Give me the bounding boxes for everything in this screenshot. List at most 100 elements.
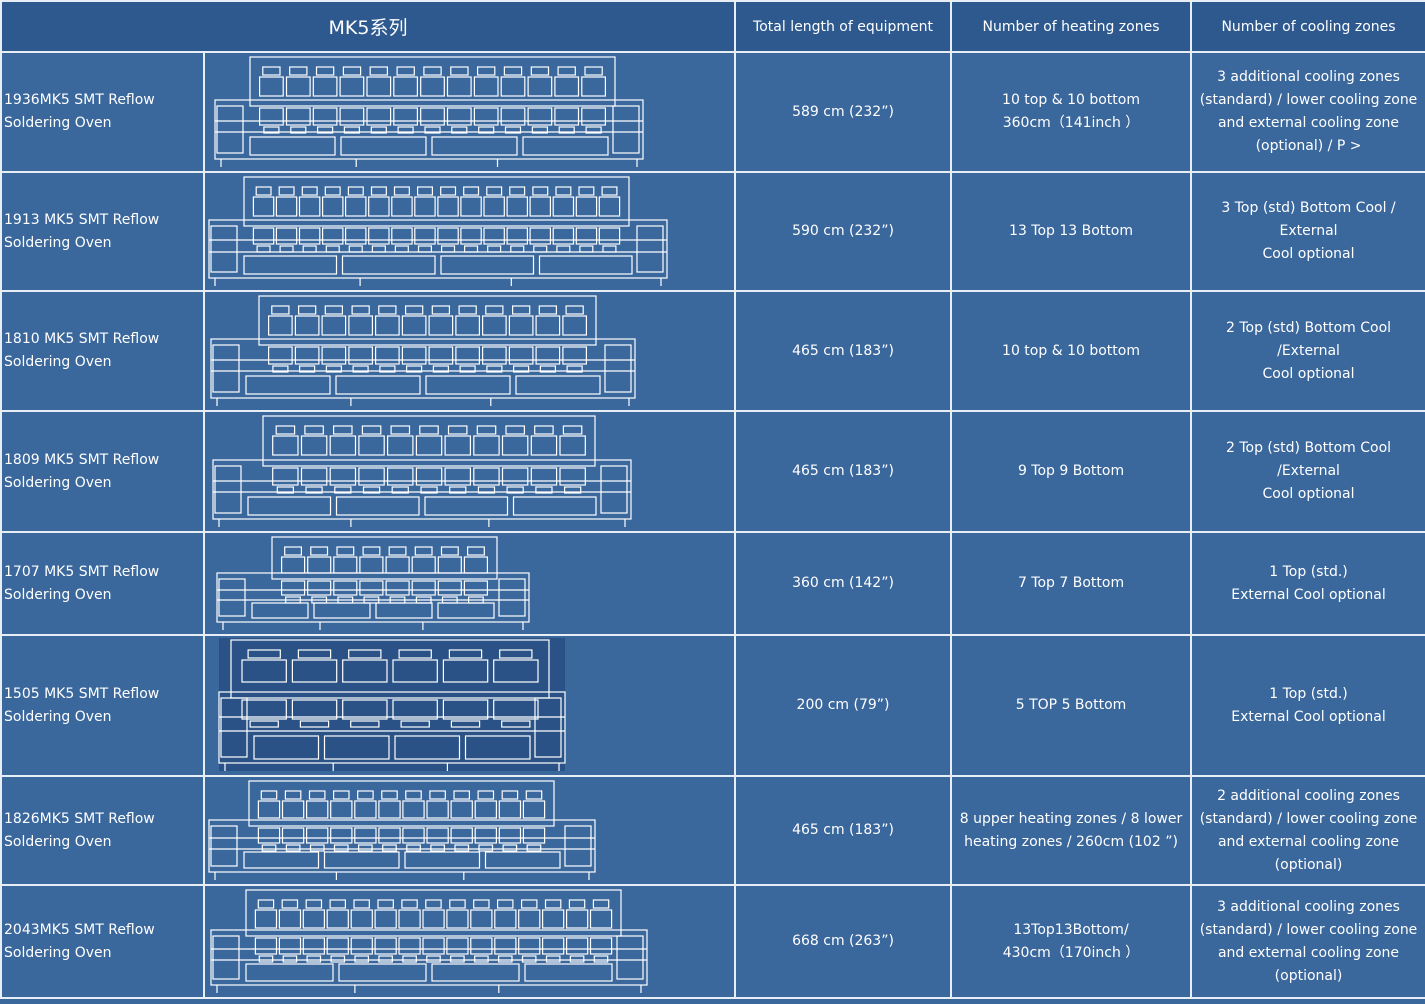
heating-zone-bottom-icon: [598, 227, 621, 253]
heating-zone-top-icon: [402, 790, 425, 819]
heating-zone-top-icon: [254, 899, 278, 929]
heating-zone-bottom-icon: [446, 107, 472, 134]
oven-drawing-cell: [202, 290, 737, 412]
total-length-cell: 668 cm (263”): [734, 884, 953, 999]
model-name-line: Soldering Oven: [4, 708, 112, 725]
heating-zone-top-icon: [275, 186, 298, 217]
heating-zone-top-icon: [426, 790, 449, 819]
model-name-line: Soldering Oven: [4, 586, 112, 603]
total-length-cell: 590 cm (232”): [734, 171, 953, 292]
heating-zone-bottom-icon: [518, 937, 541, 963]
heating-zone-bottom-icon: [498, 827, 522, 852]
heating-zone-bottom-icon: [500, 107, 526, 134]
reflow-oven-drawing-icon: [214, 56, 644, 167]
heating-zones-line: 360cm（141inch ）: [1002, 115, 1140, 131]
heating-zone-bottom-icon: [375, 346, 400, 373]
heating-zone-bottom-icon: [392, 699, 438, 728]
heating-zone-top-icon: [535, 305, 561, 336]
heating-zone-bottom-icon: [470, 937, 493, 963]
heating-zone-bottom-icon: [329, 467, 357, 494]
cooling-zones-line: (standard) / lower cooling zone: [1199, 92, 1418, 108]
heating-zone-bottom-icon: [428, 346, 454, 373]
heating-zone-top-icon: [300, 425, 328, 456]
heating-zone-bottom-icon: [444, 467, 472, 494]
model-name-line: 1707 MK5 SMT Reflow: [4, 563, 160, 580]
cooling-zones-line: External Cool optional: [1231, 708, 1386, 725]
heating-zone-top-icon: [329, 425, 357, 456]
heating-zone-top-icon: [392, 649, 438, 683]
reflow-oven-drawing-icon: [208, 780, 596, 880]
heating-zone-bottom-icon: [473, 467, 500, 494]
heating-zone-top-icon: [500, 66, 526, 97]
heating-zone-top-icon: [333, 546, 358, 574]
cooling-zones-line: Cool optional: [1262, 246, 1355, 262]
heating-zone-bottom-icon: [257, 827, 281, 852]
heating-zone-top-icon: [342, 649, 388, 683]
heating-zone-top-icon: [278, 899, 302, 929]
heating-zones-line: 10 top & 10 bottom: [1002, 342, 1140, 359]
heating-zone-bottom-icon: [366, 107, 392, 134]
header-series: MK5系列: [0, 0, 737, 53]
heating-zone-bottom-icon: [535, 346, 561, 373]
model-name-line: 1810 MK5 SMT Reflow: [4, 331, 160, 347]
heating-zone-bottom-icon: [589, 937, 613, 963]
heating-zone-top-icon: [348, 305, 373, 336]
heating-zone-top-icon: [575, 186, 598, 217]
cooling-zones-cell: 3 additional cooling zones(standard) / l…: [1190, 51, 1425, 173]
heating-zone-top-icon: [414, 186, 436, 217]
heating-zone-top-icon: [530, 425, 558, 456]
oven-drawing-cell: [202, 531, 737, 636]
heating-zone-top-icon: [358, 425, 385, 456]
heating-zone-bottom-icon: [422, 937, 445, 963]
heating-zone-bottom-icon: [278, 937, 302, 963]
heating-zone-bottom-icon: [446, 937, 469, 963]
heating-zone-bottom-icon: [450, 827, 473, 852]
heating-zone-bottom-icon: [552, 227, 575, 253]
reflow-oven-drawing-icon: [216, 536, 530, 630]
header-cooling-zones: Number of cooling zones: [1190, 0, 1425, 53]
heating-zone-top-icon: [330, 790, 353, 819]
heating-zones-line: 430cm（170inch ）: [1002, 944, 1140, 961]
cooling-zones-line: (standard) / lower cooling zone: [1199, 810, 1418, 827]
heating-zone-top-icon: [398, 899, 421, 929]
heating-zone-top-icon: [291, 649, 338, 683]
heating-zone-top-icon: [305, 790, 329, 819]
heating-zone-bottom-icon: [501, 467, 529, 494]
cooling-zones-line: and external cooling zone: [1217, 115, 1400, 131]
heating-zone-bottom-icon: [391, 227, 413, 253]
heating-zone-bottom-icon: [393, 107, 419, 134]
model-name-line: Soldering Oven: [4, 115, 112, 131]
cooling-zones-cell: 3 additional cooling zones(standard) / l…: [1190, 884, 1425, 999]
heating-zone-top-icon: [506, 186, 529, 217]
heating-zone-top-icon: [257, 790, 281, 819]
cooling-zones-line: 3 additional cooling zones: [1217, 898, 1400, 915]
heating-zone-top-icon: [393, 66, 419, 97]
heating-zone-top-icon: [428, 305, 454, 336]
header-total-length: Total length of equipment: [734, 0, 953, 53]
heating-zone-top-icon: [252, 186, 275, 217]
heating-zone-top-icon: [527, 66, 553, 97]
heating-zone-top-icon: [518, 899, 541, 929]
heating-zone-top-icon: [446, 899, 469, 929]
total-length-cell: 589 cm (232”): [734, 51, 953, 173]
total-length-cell: 465 cm (183”): [734, 775, 953, 886]
reflow-oven-drawing-icon: [218, 638, 566, 771]
heating-zone-top-icon: [483, 186, 505, 217]
heating-zone-bottom-icon: [401, 346, 427, 373]
oven-drawing-cell: [202, 775, 737, 886]
heating-zone-top-icon: [350, 899, 373, 929]
model-name-line: Soldering Oven: [4, 474, 112, 491]
heating-zone-bottom-icon: [321, 227, 344, 253]
heating-zone-bottom-icon: [312, 107, 338, 134]
cooling-zones-line: 1 Top (std.): [1269, 563, 1348, 580]
heating-zone-bottom-icon: [350, 937, 373, 963]
heating-zone-top-icon: [498, 790, 522, 819]
header-row: MK5系列 Total length of equipment Number o…: [0, 0, 1425, 53]
heating-zone-bottom-icon: [581, 107, 606, 134]
cooling-zones-cell: 2 additional cooling zones(standard) / l…: [1190, 775, 1425, 886]
